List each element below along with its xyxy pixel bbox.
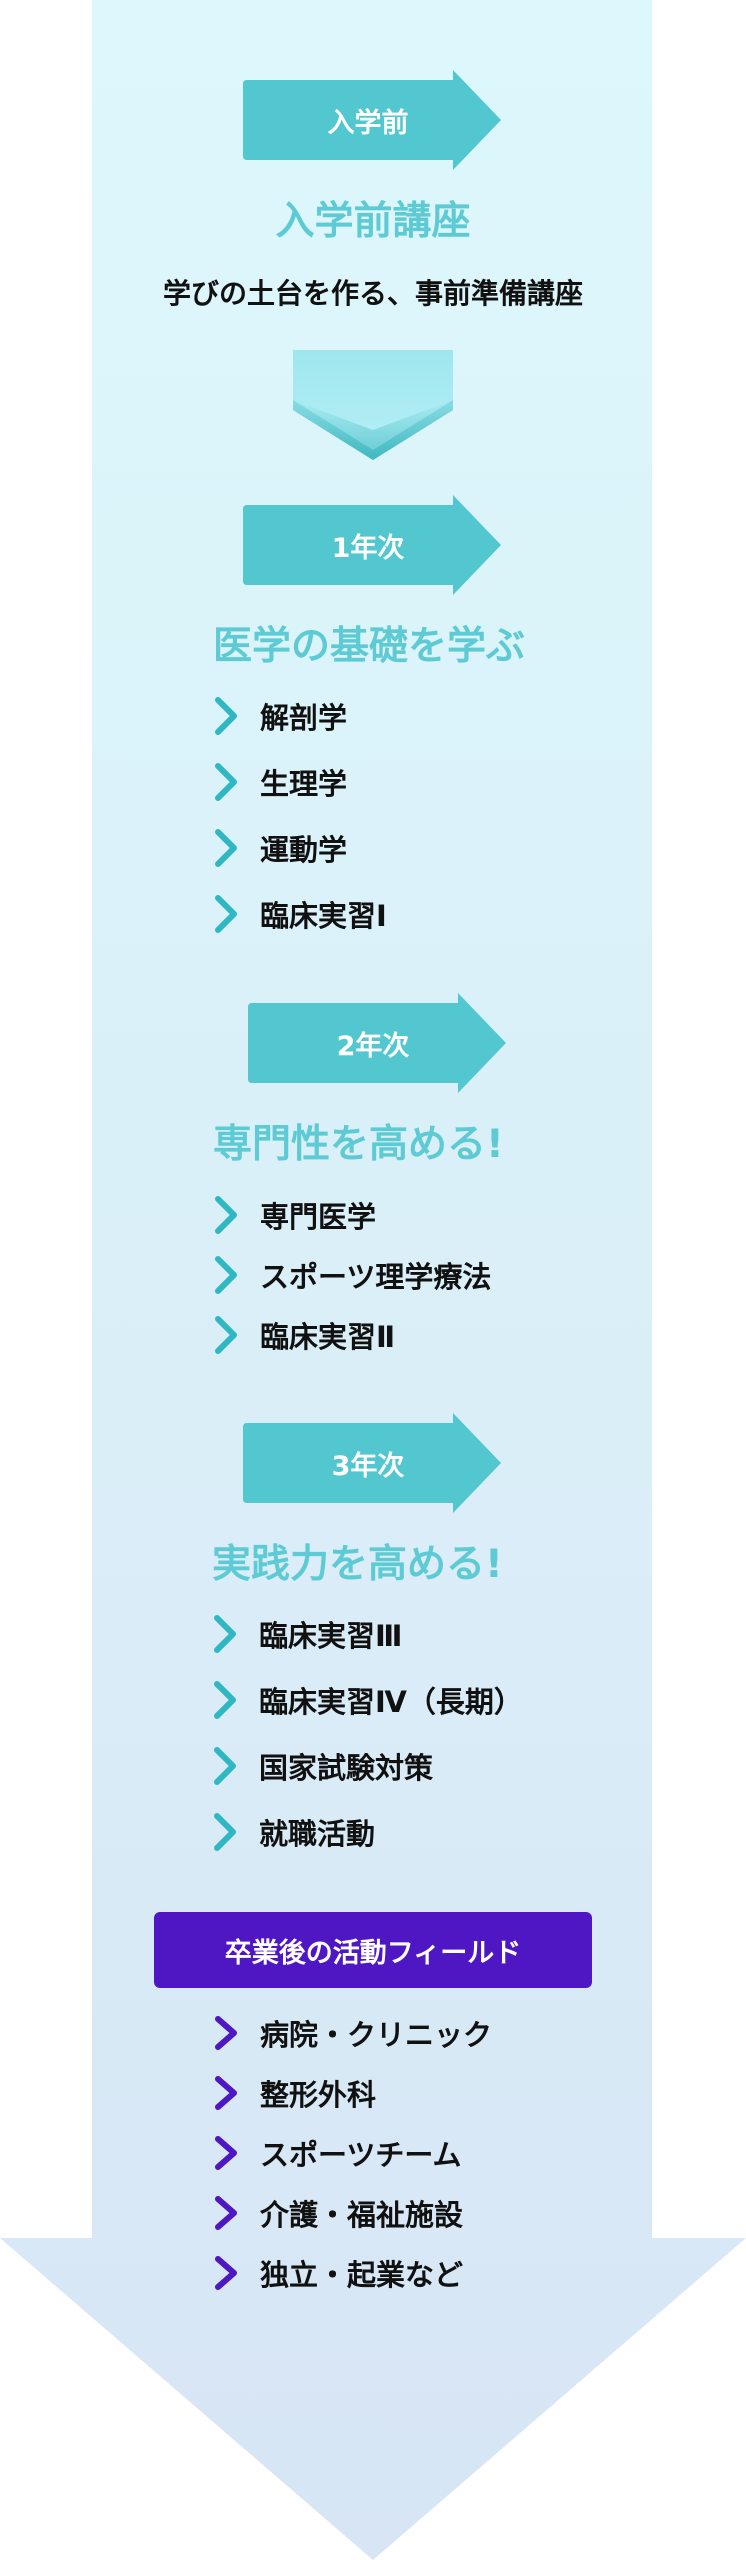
chevron-right-icon — [215, 2136, 237, 2170]
list-item-label: 専門医学 — [260, 1200, 377, 1234]
chevron-right-icon — [215, 2196, 237, 2230]
tag-year2: 2年次 — [248, 993, 516, 1093]
chevron-right-icon — [215, 2016, 237, 2050]
chevron-right-icon — [215, 1196, 237, 1234]
list-item: スポーツチーム — [214, 2130, 492, 2176]
chevron-right-icon — [214, 1615, 236, 1653]
list-item: 介護・福祉施設 — [214, 2190, 492, 2236]
list-item: 臨床実習Ⅰ — [214, 890, 387, 938]
right-arrow-tag-icon — [248, 993, 506, 1093]
list-item-label: 臨床実習Ⅳ（長期） — [259, 1685, 523, 1719]
tag-label: 2年次 — [336, 1030, 410, 1062]
list-item-label: 臨床実習Ⅲ — [259, 1619, 403, 1653]
list-item: 就職活動 — [213, 1808, 523, 1856]
list-item: 運動学 — [214, 824, 387, 872]
chevron-right-icon — [214, 1747, 236, 1785]
list-item-label: スポーツチーム — [260, 2138, 462, 2172]
heading-year3: 実践力を高める! — [212, 1542, 503, 1587]
subheading-pre-entry: 学びの土台を作る、事前準備講座 — [162, 277, 583, 310]
list-item-label: 国家試験対策 — [259, 1751, 434, 1785]
list-item: 独立・起業など — [214, 2250, 492, 2296]
tag-year3: 3年次 — [243, 1413, 511, 1513]
tag-label: 1年次 — [331, 532, 405, 564]
list-item-label: 介護・福祉施設 — [260, 2198, 464, 2232]
tag-label: 入学前 — [327, 107, 409, 139]
list-item: 臨床実習Ⅱ — [214, 1311, 491, 1359]
career-heading: 卒業後の活動フィールド — [154, 1912, 592, 1988]
list-item: 臨床実習Ⅲ — [213, 1610, 523, 1658]
tag-pre-entry: 入学前 — [243, 70, 511, 170]
right-arrow-tag-icon — [243, 495, 501, 595]
list-item-label: 臨床実習Ⅰ — [260, 899, 387, 933]
list-item-label: 運動学 — [260, 833, 348, 867]
list-item: 病院・クリニック — [214, 2010, 492, 2056]
heading-year2: 専門性を高める! — [213, 1122, 504, 1167]
list-year2: 専門医学 スポーツ理学療法 臨床実習Ⅱ — [214, 1191, 491, 1359]
right-arrow-tag-icon — [243, 1413, 501, 1513]
heading-pre-entry: 入学前講座 — [275, 199, 471, 244]
chevron-right-icon — [215, 2256, 237, 2290]
chevron-right-icon — [215, 763, 237, 801]
list-item: 専門医学 — [214, 1191, 491, 1239]
tag-year1: 1年次 — [243, 495, 511, 595]
list-career: 病院・クリニック 整形外科 スポーツチーム 介護・福祉施設 独立・起業など — [214, 2010, 492, 2296]
list-item-label: 病院・クリニック — [260, 2018, 493, 2052]
list-item-label: 臨床実習Ⅱ — [260, 1320, 396, 1354]
list-item-label: スポーツ理学療法 — [260, 1260, 492, 1294]
chevron-right-icon — [215, 895, 237, 933]
chevron-right-icon — [215, 2076, 237, 2110]
chevron-right-icon — [215, 1256, 237, 1294]
chevron-right-icon — [214, 1681, 236, 1719]
chevron-down-icon — [293, 350, 453, 460]
list-item: 臨床実習Ⅳ（長期） — [213, 1676, 523, 1724]
chevron-right-icon — [215, 1316, 237, 1354]
list-item: 解剖学 — [214, 692, 387, 740]
list-item-label: 生理学 — [260, 767, 348, 801]
heading-year1: 医学の基礎を学ぶ — [213, 624, 526, 669]
list-item-label: 解剖学 — [260, 701, 348, 735]
right-arrow-tag-icon — [243, 70, 501, 170]
list-item: 整形外科 — [214, 2070, 492, 2116]
list-year1: 解剖学 生理学 運動学 臨床実習Ⅰ — [214, 692, 387, 938]
list-item: スポーツ理学療法 — [214, 1251, 491, 1299]
list-year3: 臨床実習Ⅲ 臨床実習Ⅳ（長期） 国家試験対策 就職活動 — [213, 1610, 523, 1856]
list-item-label: 独立・起業など — [260, 2258, 464, 2292]
chevron-right-icon — [214, 1813, 236, 1851]
list-item-label: 就職活動 — [259, 1817, 376, 1851]
chevron-right-icon — [215, 697, 237, 735]
list-item: 国家試験対策 — [213, 1742, 523, 1790]
list-item: 生理学 — [214, 758, 387, 806]
list-item-label: 整形外科 — [260, 2078, 377, 2112]
chevron-right-icon — [215, 829, 237, 867]
tag-label: 3年次 — [331, 1450, 405, 1482]
